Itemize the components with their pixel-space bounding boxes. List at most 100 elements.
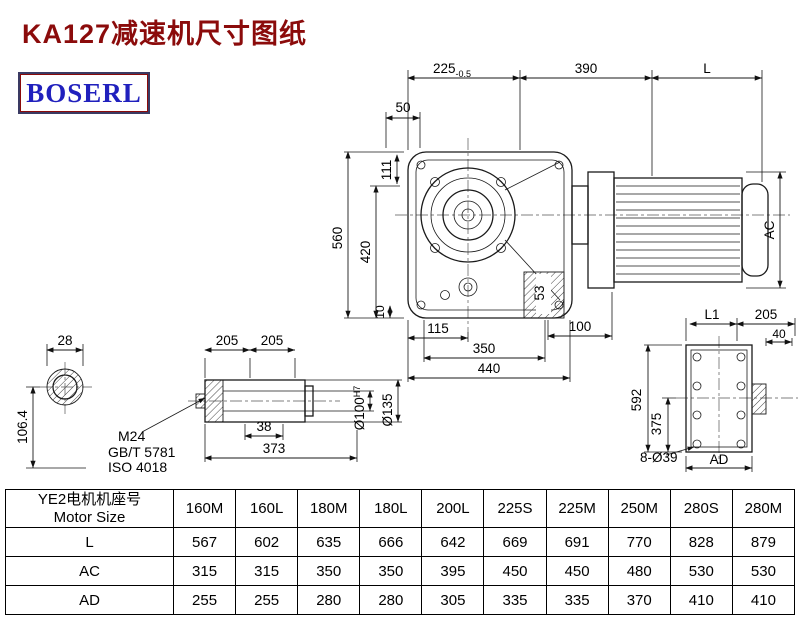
dim-label-40: 40	[772, 327, 786, 341]
holes-leader-line	[665, 446, 695, 456]
column-header: 180M	[297, 489, 361, 528]
table-cell: 450	[483, 556, 547, 586]
motor-fins	[616, 185, 740, 275]
table-row-L: L 567 602 635 666 642 669 691 770 828 87…	[5, 527, 796, 557]
table-cell: 255	[172, 585, 237, 615]
row-label: L	[5, 527, 174, 557]
row-label: AC	[5, 556, 174, 586]
dim-label-111: 111	[379, 160, 394, 181]
table-cell: 350	[359, 556, 423, 586]
dim-label-440: 440	[478, 361, 501, 376]
table-header-motor-size: YE2电机机座号 Motor Size	[5, 489, 174, 528]
dim-label-390: 390	[575, 61, 598, 76]
dim-label-350: 350	[473, 341, 496, 356]
table-cell: 530	[669, 556, 733, 586]
flange-bolt-holes	[692, 352, 746, 449]
shaft-end-circle	[46, 368, 84, 406]
thread-standard-iso: ISO 4018	[108, 459, 167, 475]
column-header: 250M	[607, 489, 671, 528]
table-cell: 410	[669, 585, 733, 615]
output-flange	[420, 167, 516, 263]
table-cell: 305	[421, 585, 485, 615]
dim-label-53: 53	[532, 285, 547, 300]
table-cell: 395	[421, 556, 485, 586]
thread-leader-line	[141, 397, 206, 433]
table-cell: 280	[359, 585, 423, 615]
table-cell: 770	[607, 527, 671, 557]
column-header: 200L	[421, 489, 485, 528]
row-label: AD	[5, 585, 174, 615]
dim-label-373: 373	[263, 441, 286, 456]
column-header: 280S	[669, 489, 733, 528]
input-shaft-section	[751, 383, 767, 415]
column-header: 225M	[545, 489, 609, 528]
table-cell: 450	[545, 556, 609, 586]
dim-label-205-b: 205	[261, 333, 284, 348]
table-cell: 255	[235, 585, 299, 615]
dim-label-100: 100	[569, 319, 592, 334]
page-title: KA127减速机尺寸图纸	[22, 19, 308, 49]
main-view: 225-0.5 390 L 50 111 560 420 10 53 115 3…	[330, 61, 790, 382]
thread-spec-label: M24	[118, 428, 145, 444]
table-cell: 410	[731, 585, 796, 615]
dim-label-38: 38	[256, 419, 271, 434]
dim-label-560: 560	[330, 227, 345, 250]
motor-size-table: YE2电机机座号 Motor Size 160M 160L 180M 180L …	[5, 489, 796, 615]
table-cell: 350	[297, 556, 361, 586]
table-header-en: Motor Size	[53, 508, 126, 526]
dim-label-50: 50	[395, 100, 410, 115]
column-header: 180L	[359, 489, 423, 528]
table-cell: 335	[545, 585, 609, 615]
table-cell: 666	[359, 527, 423, 557]
table-cell: 669	[483, 527, 547, 557]
dim-label-L1: L1	[704, 307, 719, 322]
dim-label-bore: Ø100H7	[352, 386, 367, 431]
table-cell: 642	[421, 527, 485, 557]
column-header: 225S	[483, 489, 547, 528]
dim-label-225: 225-0.5	[433, 61, 471, 79]
table-cell: 879	[731, 527, 796, 557]
dim-label-106-4: 106.4	[15, 410, 30, 444]
column-header: 160M	[172, 489, 237, 528]
table-cell: 280	[297, 585, 361, 615]
dim-label-375: 375	[649, 413, 664, 436]
dim-label-AD: AD	[710, 452, 729, 467]
table-cell: 691	[545, 527, 609, 557]
table-cell: 602	[235, 527, 299, 557]
table-cell: 480	[607, 556, 671, 586]
dim-label-205-a: 205	[216, 333, 239, 348]
shaft-side-view: 205 205 M24 GB/T 5781 ISO 4018 38 373 Ø1…	[108, 333, 402, 475]
dim-label-115: 115	[427, 321, 449, 336]
dim-label-L: L	[703, 61, 711, 76]
table-cell: 315	[235, 556, 299, 586]
brand-logo-text: BOSERL	[26, 77, 142, 108]
flange-view: L1 205 40 592 375 8-Ø39 AD	[629, 307, 798, 472]
table-row-AD: AD 255 255 280 280 305 335 335 370 410 4…	[5, 585, 796, 615]
housing-bolts	[416, 160, 564, 310]
table-cell: 370	[607, 585, 671, 615]
dim-label-AC: AC	[762, 220, 777, 239]
fan-cover	[741, 183, 769, 277]
shaft-end-view: 28 106.4	[15, 333, 92, 469]
motor	[571, 171, 769, 289]
table-cell: 335	[483, 585, 547, 615]
table-row-AC: AC 315 315 350 350 395 450 450 480 530 5…	[5, 556, 796, 586]
dim-label-592: 592	[629, 389, 644, 412]
table-cell: 567	[172, 527, 237, 557]
column-header: 160L	[235, 489, 299, 528]
dim-label-420: 420	[358, 241, 373, 264]
table-cell: 635	[297, 527, 361, 557]
table-cell: 530	[731, 556, 796, 586]
table-cell: 315	[172, 556, 237, 586]
thread-standard-gb: GB/T 5781	[108, 444, 176, 460]
dim-label-10: 10	[373, 305, 387, 319]
column-header: 280M	[731, 489, 796, 528]
table-header-cn: YE2电机机座号	[37, 490, 142, 508]
table-cell: 828	[669, 527, 733, 557]
holes-label: 8-Ø39	[640, 450, 678, 465]
table-header-row: YE2电机机座号 Motor Size 160M 160L 180M 180L …	[5, 489, 796, 528]
dim-label-28: 28	[57, 333, 72, 348]
dim-label-hub: Ø135	[380, 393, 395, 426]
